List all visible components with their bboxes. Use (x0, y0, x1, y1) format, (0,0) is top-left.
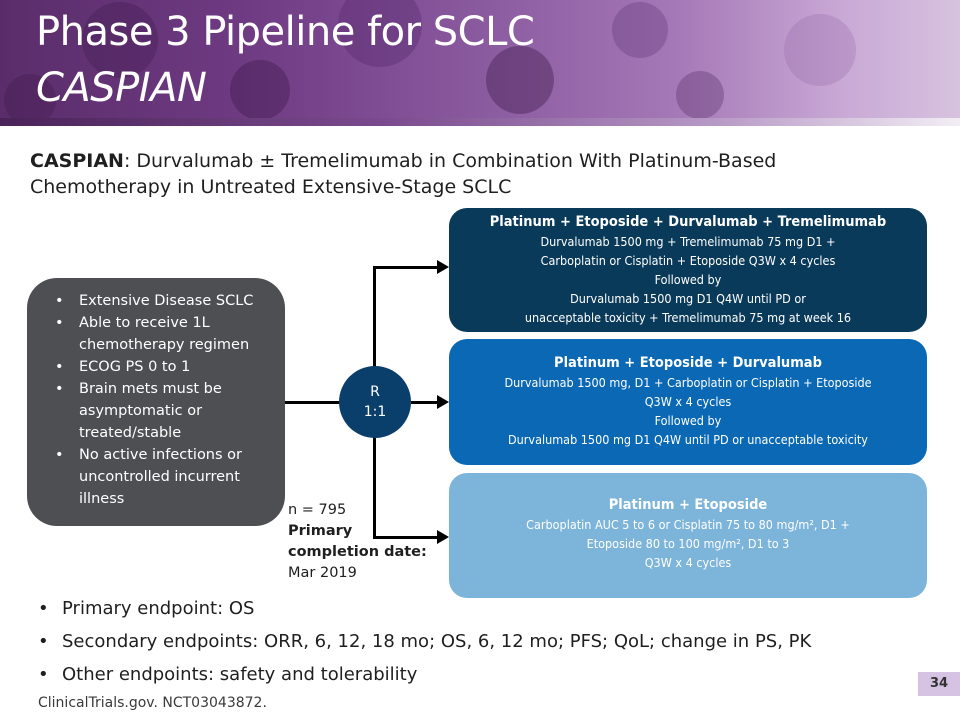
completion-label-line-1: Primary (288, 523, 353, 539)
eligibility-criteria-list: Extensive Disease SCLC Able to receive 1… (55, 290, 275, 510)
randomization-node: R 1:1 (339, 366, 411, 438)
arm-title: Platinum + Etoposide + Durvalumab + Trem… (489, 214, 887, 230)
randomization-ratio: 1:1 (363, 404, 387, 420)
slide-subtitle: CASPIAN (36, 65, 207, 111)
arm-detail-line: Durvalumab 1500 mg D1 Q4W until PD or un… (508, 432, 868, 447)
arrow-head-arm-3 (437, 530, 449, 544)
treatment-arm-2: Platinum + Etoposide + Durvalumab Durval… (449, 339, 927, 465)
arm-detail-line: Followed by (654, 413, 722, 428)
enrollment-count: n = 795 (288, 502, 347, 518)
cells-background-image (4, 0, 856, 122)
study-title: CASPIAN: Durvalumab ± Tremelimumab in Co… (30, 148, 810, 200)
arm-detail-line: Q3W x 4 cycles (644, 555, 732, 570)
citation: ClinicalTrials.gov. NCT03043872. (38, 695, 267, 711)
criteria-item: Brain mets must be asymptomatic or treat… (55, 378, 275, 444)
arm-detail-line: Durvalumab 1500 mg D1 Q4W until PD or (570, 291, 806, 306)
connector-vertical-lower (373, 437, 376, 538)
connector-to-arm-1 (373, 266, 437, 269)
slide-title: Phase 3 Pipeline for SCLC (36, 9, 535, 55)
completion-date: Mar 2019 (288, 565, 357, 581)
arm-detail-line: Q3W x 4 cycles (644, 394, 732, 409)
connector-randomization-to-arms (411, 401, 437, 404)
header-divider (0, 118, 960, 126)
criteria-item: Extensive Disease SCLC (55, 290, 275, 312)
eligibility-criteria-box: Extensive Disease SCLC Able to receive 1… (27, 278, 285, 526)
enrollment-info: n = 795 Primary completion date: Mar 201… (288, 500, 427, 584)
connector-to-arm-3 (373, 536, 437, 539)
criteria-item: No active infections or uncontrolled inc… (55, 444, 275, 510)
randomization-label: R (370, 384, 380, 400)
arm-detail-line: Followed by (654, 272, 722, 287)
endpoint-item: Other endpoints: safety and tolerability (38, 658, 898, 691)
completion-label-line-2: completion date: (288, 544, 427, 560)
treatment-arm-3: Platinum + Etoposide Carboplatin AUC 5 t… (449, 473, 927, 598)
arm-title: Platinum + Etoposide (608, 497, 768, 513)
arm-detail-line: Etoposide 80 to 100 mg/m², D1 to 3 (586, 536, 790, 551)
endpoint-item: Secondary endpoints: ORR, 6, 12, 18 mo; … (38, 625, 898, 658)
arm-detail-line: unacceptable toxicity + Tremelimumab 75 … (524, 310, 852, 325)
endpoint-item: Primary endpoint: OS (38, 592, 898, 625)
arm-title: Platinum + Etoposide + Durvalumab (554, 355, 822, 371)
header-banner: Phase 3 Pipeline for SCLC CASPIAN (0, 0, 960, 122)
arrow-head-arm-1 (437, 260, 449, 274)
connector-to-randomization (285, 401, 341, 404)
treatment-arm-1: Platinum + Etoposide + Durvalumab + Trem… (449, 208, 927, 332)
criteria-item: Able to receive 1L chemotherapy regimen (55, 312, 275, 356)
arm-detail-line: Durvalumab 1500 mg, D1 + Carboplatin or … (504, 375, 872, 390)
criteria-item: ECOG PS 0 to 1 (55, 356, 275, 378)
connector-vertical-upper (373, 267, 376, 367)
study-description: : Durvalumab ± Tremelimumab in Combinati… (30, 150, 777, 198)
arrow-head-arm-2 (437, 395, 449, 409)
arm-detail-line: Carboplatin or Cisplatin + Etoposide Q3W… (540, 253, 836, 268)
endpoints-list: Primary endpoint: OS Secondary endpoints… (38, 592, 898, 691)
arm-detail-line: Durvalumab 1500 mg + Tremelimumab 75 mg … (540, 234, 836, 249)
study-name: CASPIAN (30, 150, 124, 172)
page-number-badge: 34 (918, 672, 960, 696)
arm-detail-line: Carboplatin AUC 5 to 6 or Cisplatin 75 t… (526, 517, 850, 532)
